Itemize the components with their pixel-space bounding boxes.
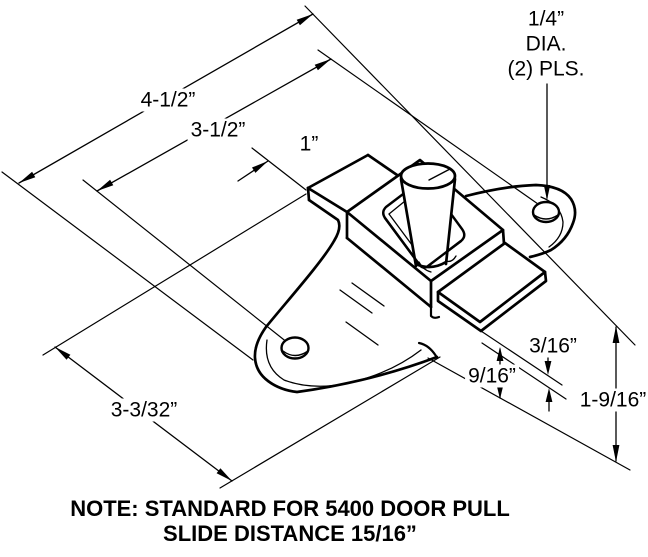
extension-line-slide-bottom <box>481 342 567 400</box>
left-lobe-inner-contour <box>265 339 422 387</box>
base-plate-left-lobe <box>253 198 439 394</box>
knob-top <box>399 162 457 190</box>
arrowhead-icon <box>612 326 620 343</box>
arrowhead-icon <box>19 171 36 183</box>
arrowhead-icon <box>612 445 620 462</box>
surface-shine-lines <box>339 282 385 346</box>
extension-line-right-hole <box>317 49 539 205</box>
left-slide-tab <box>306 153 402 214</box>
slot-inner-depth <box>388 200 413 246</box>
arrowhead-icon <box>543 185 551 200</box>
extension-line-slide-top <box>480 330 563 386</box>
arrowhead-icon <box>496 385 504 399</box>
extension-line-tab-corner-up <box>251 147 307 191</box>
dim-label-hole-spacing: 3-1/2” <box>187 118 249 142</box>
knob-top-shine <box>428 168 451 181</box>
mounting-hole-right <box>531 200 561 224</box>
extension-line-tab-corner-down <box>42 193 307 356</box>
slide-plate-thickness <box>436 270 548 333</box>
callout-line-3: (2) PLS. <box>507 57 585 81</box>
arrowhead-icon <box>252 161 268 173</box>
arrowhead-icon <box>55 347 71 360</box>
extension-lines <box>1 5 636 489</box>
dim-label-overall-width: 1-9/16” <box>576 388 648 412</box>
arrowhead-icon <box>545 388 553 402</box>
note-line-1: NOTE: STANDARD FOR 5400 DOOR PULL <box>70 496 510 521</box>
arrowhead-icon <box>544 361 552 375</box>
knob-body-mask <box>401 179 455 266</box>
base-plate-edge-hook <box>417 341 438 358</box>
dim-label-slide-thickness: 3/16” <box>526 334 580 358</box>
arrowhead-icon <box>97 179 114 191</box>
dim-label-tab-width: 1” <box>296 132 322 156</box>
extension-line-bottom-right <box>427 357 631 471</box>
extension-line-bottom-edge <box>219 356 441 489</box>
arrowhead-icon <box>496 347 504 361</box>
drawing-note: NOTE: STANDARD FOR 5400 DOOR PULL SLIDE … <box>0 496 614 546</box>
mounting-hole-left <box>280 336 310 360</box>
mounting-hole-left-depth <box>282 350 309 357</box>
extension-line-left-hole <box>82 179 289 344</box>
mounting-hole-right-depth <box>533 214 559 220</box>
note-line-2: SLIDE DISTANCE 15/16” <box>163 521 417 546</box>
housing-front-wall <box>345 210 506 319</box>
arrowhead-icon <box>296 14 313 26</box>
arrowhead-icon <box>216 468 232 481</box>
dim-label-base-width: 3-3/32” <box>107 398 181 422</box>
dim-label-overall-length: 4-1/2” <box>137 88 199 112</box>
callout-line-2: DIA. <box>525 32 567 56</box>
slot-front-edges <box>383 216 463 269</box>
arrowhead-icon <box>314 59 331 71</box>
latch-part <box>253 153 577 394</box>
extension-line-right-long <box>304 5 636 346</box>
dimension-arrowheads <box>19 14 620 481</box>
base-plate-right-lobe <box>464 183 577 259</box>
callout-line-1: 1/4” <box>527 7 565 31</box>
dim-label-slide-offset: 9/16” <box>465 364 519 388</box>
extension-line-left-tip <box>1 171 254 361</box>
hole-diameter-callout: 1/4” DIA. (2) PLS. <box>505 6 587 82</box>
